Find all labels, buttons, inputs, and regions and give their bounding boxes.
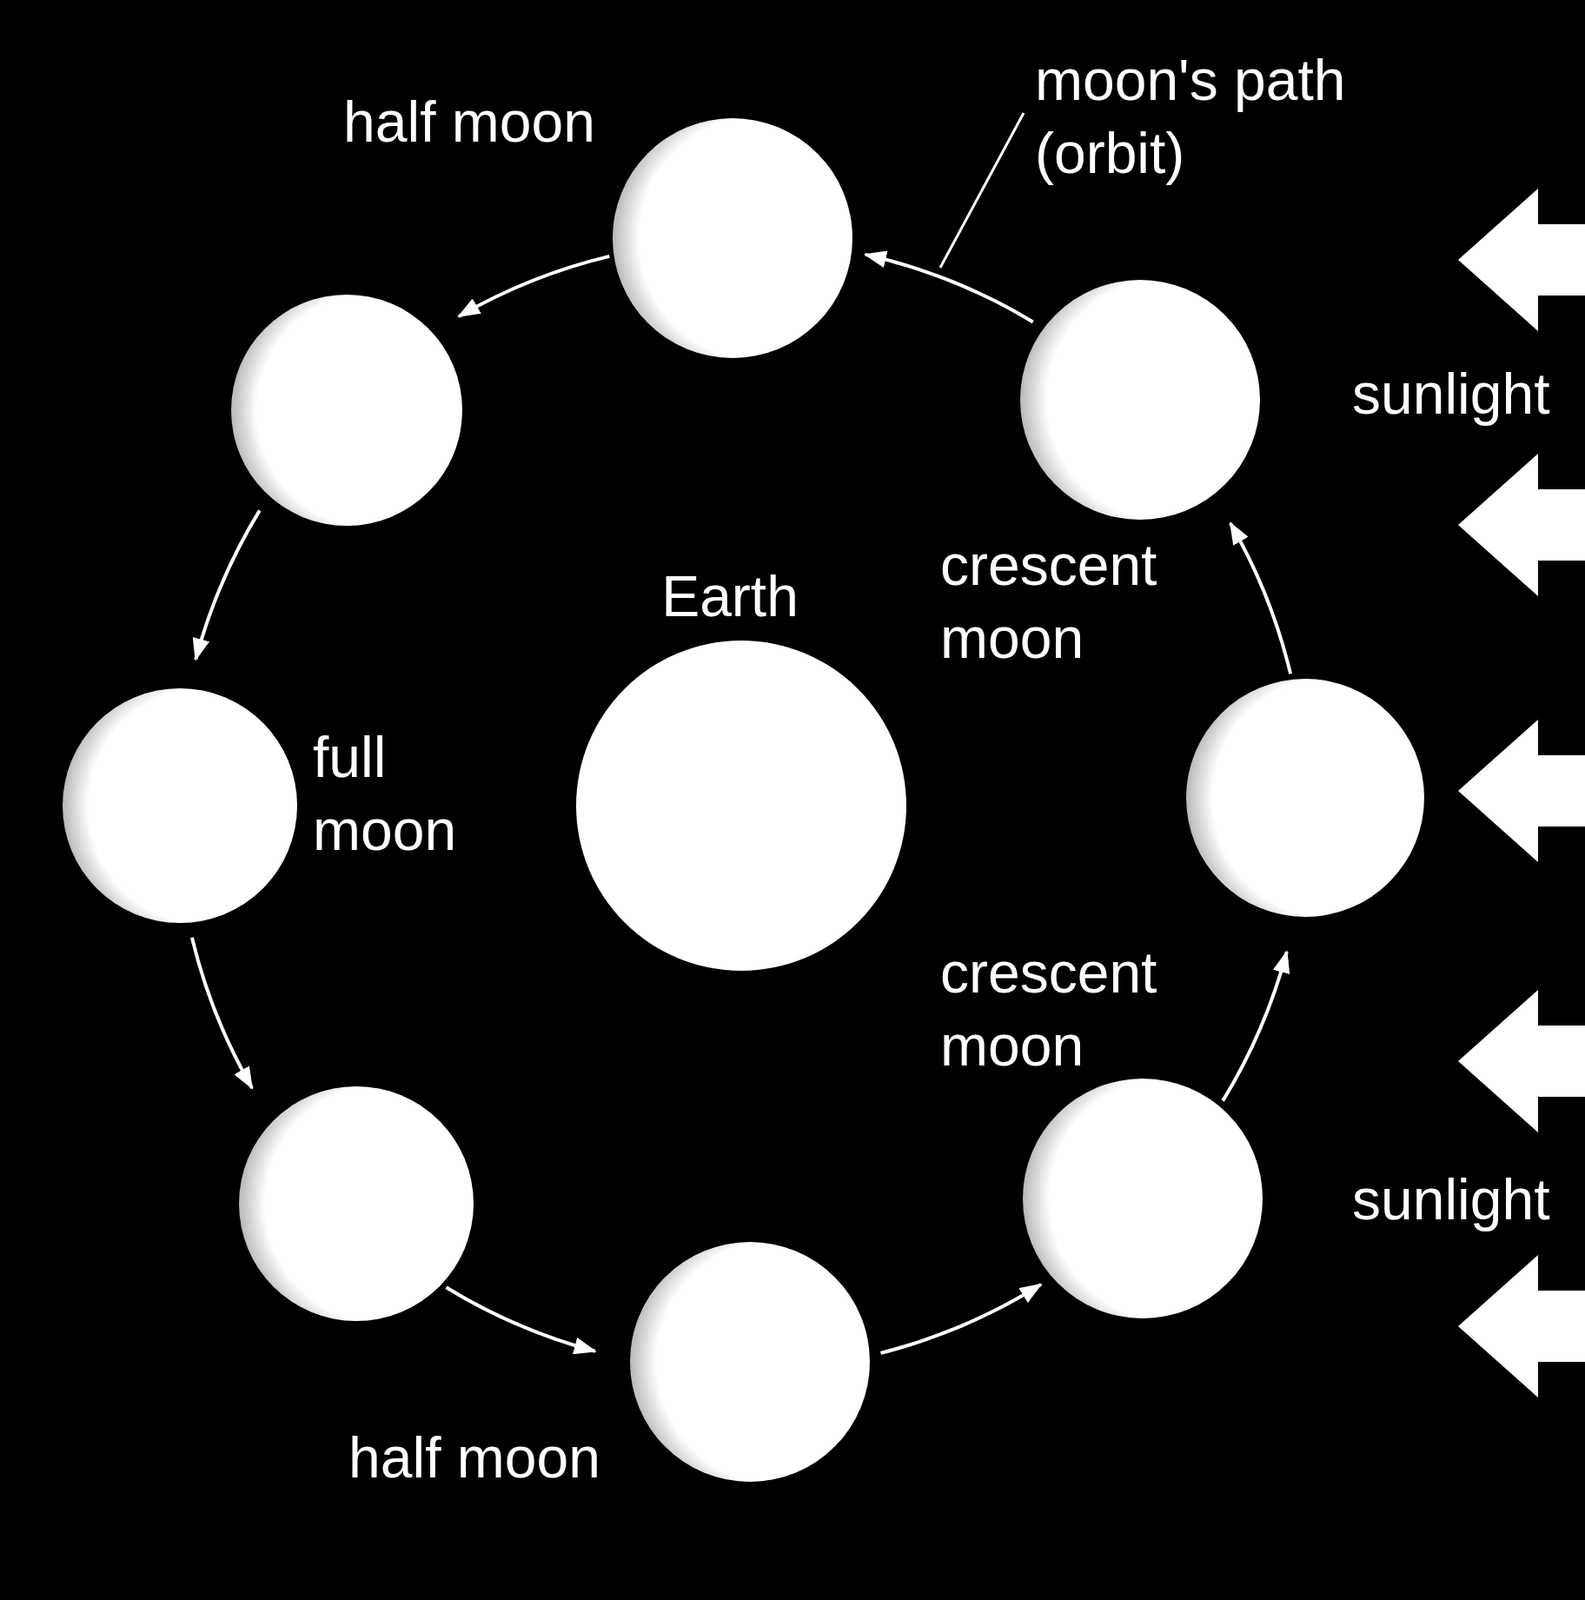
phase-label: crescent moon bbox=[940, 529, 1193, 676]
circle-fill bbox=[576, 640, 907, 971]
earth-circle: Earth bbox=[576, 640, 907, 971]
circle-outline bbox=[1022, 1078, 1263, 1319]
circle-outline bbox=[1020, 279, 1261, 520]
circle-fill bbox=[62, 688, 298, 923]
circle-fill bbox=[612, 118, 853, 359]
phase-label: full moon bbox=[312, 721, 470, 868]
orbit-arrow bbox=[880, 1284, 1041, 1353]
sunlight-arrow bbox=[1458, 453, 1585, 597]
moon bbox=[1186, 678, 1425, 917]
circle-outline bbox=[62, 688, 298, 923]
sunlight-arrow bbox=[1458, 989, 1585, 1133]
orbit-arrow bbox=[1222, 951, 1287, 1101]
circle-outline bbox=[612, 118, 853, 359]
orbit-arrow bbox=[192, 937, 253, 1088]
sunlight-arrow bbox=[1458, 188, 1585, 332]
circle-fill bbox=[1020, 279, 1261, 520]
sunlight-label: sunlight bbox=[1352, 358, 1551, 432]
sunlight-label: sunlight bbox=[1352, 1163, 1551, 1237]
circle-outline bbox=[576, 640, 907, 971]
phase-label: half moon bbox=[348, 1421, 601, 1495]
circle-fill bbox=[630, 1241, 870, 1482]
leader-line bbox=[940, 112, 1024, 268]
sunlight-arrow bbox=[1458, 719, 1585, 863]
orbit-arrow bbox=[458, 256, 610, 317]
moon-circle: half moon bbox=[630, 1241, 870, 1482]
moon-circle: full moon bbox=[62, 688, 298, 923]
moon bbox=[231, 294, 463, 526]
moon-circle: half moon bbox=[612, 118, 853, 359]
planet-label: Earth bbox=[661, 560, 799, 634]
circle-fill bbox=[1022, 1078, 1263, 1319]
phase-label: crescent moon bbox=[940, 936, 1193, 1083]
sunlight-arrow bbox=[1458, 1254, 1585, 1398]
orbit-label: moon's path (orbit) bbox=[1034, 44, 1383, 191]
moon-circle: crescent moon bbox=[1022, 1078, 1263, 1319]
orbit-arrows bbox=[192, 256, 1291, 1352]
orbit-arrow bbox=[865, 254, 1034, 323]
orbit-arrow bbox=[1230, 523, 1291, 674]
circle-outline bbox=[630, 1241, 870, 1482]
moon-circle: crescent moon bbox=[1020, 279, 1261, 520]
orbit-arrow bbox=[195, 510, 260, 659]
moon bbox=[238, 1086, 474, 1321]
orbit-arrow bbox=[445, 1286, 595, 1352]
phase-label: half moon bbox=[343, 86, 596, 160]
